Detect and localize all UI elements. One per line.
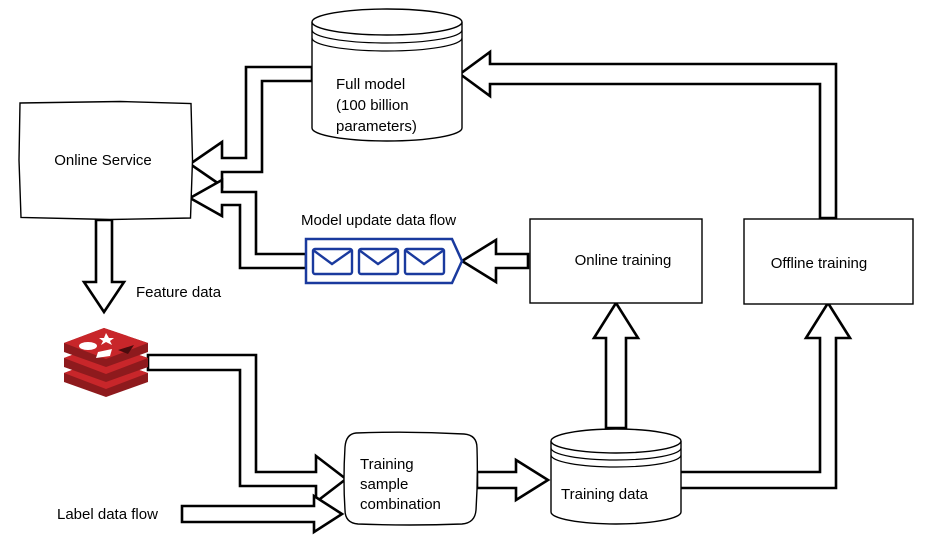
envelope-icon <box>403 247 446 276</box>
training-data-node: Training data <box>550 428 682 525</box>
online-service-node: Online Service <box>18 100 194 221</box>
full-model-line-2: (100 billion <box>336 97 409 114</box>
model-update-data-flow-label: Model update data flow <box>301 212 456 229</box>
arrow-online-training-to-queue <box>459 237 530 285</box>
arrow-training-data-to-offline-training <box>678 300 853 490</box>
arrow-online-service-to-cache <box>81 218 127 315</box>
training-sample-line-1: Training <box>360 456 414 473</box>
online-service-label: Online Service <box>54 152 152 169</box>
arrow-full-model-to-online-service <box>187 65 314 189</box>
full-model-node: Full model (100 billion parameters) <box>311 8 463 142</box>
training-sample-line-3: combination <box>360 496 441 513</box>
full-model-line-1: Full model <box>336 76 405 93</box>
offline-training-node: Offline training <box>743 218 914 305</box>
envelope-icon <box>357 247 400 276</box>
arrow-label-data-to-training-sample <box>180 493 345 535</box>
offline-training-label: Offline training <box>771 255 867 272</box>
label-data-flow-label: Label data flow <box>57 506 158 523</box>
arrow-offline-training-to-full-model <box>457 49 838 220</box>
full-model-line-3: parameters) <box>336 118 417 135</box>
training-sample-line-2: sample <box>360 476 408 493</box>
envelope-icon <box>311 247 354 276</box>
online-training-label: Online training <box>575 252 672 269</box>
arrow-training-sample-to-training-data <box>475 457 551 503</box>
message-queue-icon <box>304 237 464 285</box>
online-training-node: Online training <box>529 218 703 304</box>
redis-icon <box>64 328 148 397</box>
feature-data-label: Feature data <box>136 284 222 301</box>
arrow-training-data-to-online-training <box>591 300 641 430</box>
arrow-cache-to-training-sample <box>146 353 349 505</box>
arrow-queue-to-online-service <box>187 177 308 270</box>
training-sample-combination-node: Training sample combination <box>343 431 479 526</box>
training-data-label: Training data <box>561 486 649 503</box>
